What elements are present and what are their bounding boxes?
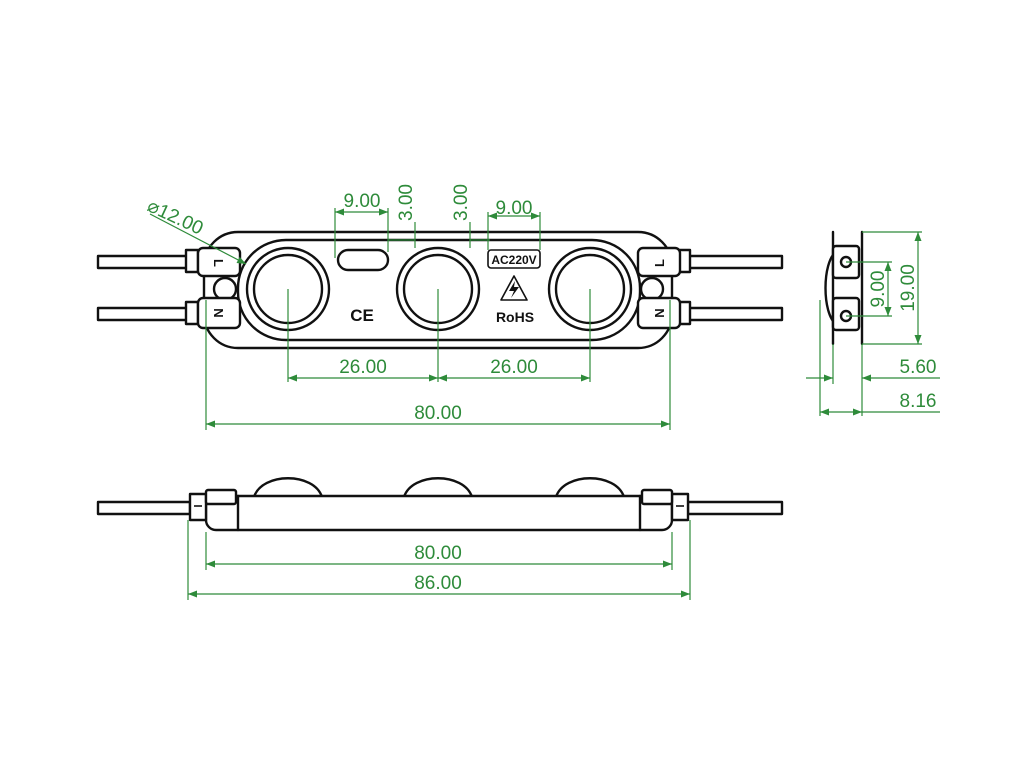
- dim-hole-spacing-label: 9.00: [868, 271, 889, 308]
- dim-pitch-right-label: 26.00: [490, 357, 538, 378]
- dim-bottom-body-length-label: 80.00: [414, 543, 462, 564]
- front-view: L N L N AC220V RoHS CE: [96, 184, 784, 430]
- wires-right: [686, 254, 784, 322]
- voltage-label-box: AC220V: [487, 249, 541, 269]
- ce-mark: CE: [350, 306, 374, 325]
- dim-height: 19.00: [862, 231, 922, 345]
- terminal-left-live: L: [184, 246, 242, 278]
- voltage-label: AC220V: [491, 253, 536, 267]
- terminal-left-neutral: N: [184, 296, 242, 330]
- dim-hole-spacing: 9.00: [846, 261, 892, 317]
- terminal-label: L: [652, 259, 667, 267]
- dim-depth-body: 5.60: [806, 344, 940, 384]
- dim-slot-offset: 3.00: [388, 184, 417, 248]
- dim-overall-length-label: 86.00: [414, 573, 462, 594]
- dim-depth-total-label: 8.16: [900, 391, 937, 412]
- mounting-slot: [336, 248, 390, 272]
- rohs-mark: RoHS: [496, 309, 534, 325]
- dim-height-label: 19.00: [898, 264, 919, 312]
- dim-pitch-left-label: 26.00: [339, 357, 387, 378]
- dim-slot-width: 9.00: [334, 191, 389, 258]
- bottom-body-outline: [204, 494, 674, 532]
- dim-label-width: 9.00: [487, 198, 541, 250]
- terminal-right-neutral: N: [636, 296, 692, 330]
- dim-pitch: 26.00 26.00: [287, 289, 591, 382]
- terminal-label: N: [211, 308, 226, 317]
- dim-body-length-label: 80.00: [414, 403, 462, 424]
- bottom-wire-right: [686, 500, 784, 516]
- hazard-warning-icon: [500, 275, 528, 301]
- terminal-label: L: [211, 259, 226, 267]
- dim-label-offset-label: 3.00: [451, 184, 472, 221]
- dim-depth-total: 8.16: [819, 300, 940, 416]
- bottom-lens-right: [554, 477, 626, 499]
- bottom-terminal-right: [640, 488, 690, 522]
- dim-depth-body-label: 5.60: [900, 357, 937, 378]
- wires-left: [96, 254, 192, 322]
- side-tab-lower: [831, 296, 861, 332]
- terminal-right-live: L: [636, 246, 692, 278]
- side-view: 9.00 19.00 5.60 8.16: [806, 230, 940, 416]
- bottom-view: 80.00 86.00: [96, 477, 784, 600]
- dim-label-width-label: 9.00: [496, 198, 533, 219]
- bottom-wire-left: [96, 500, 192, 516]
- dim-overall-length: 86.00: [187, 520, 691, 600]
- bottom-lens-left: [252, 477, 324, 499]
- bottom-terminal-left: [188, 488, 238, 522]
- dim-body-length: 80.00: [205, 300, 671, 430]
- bottom-lens-center: [402, 477, 474, 499]
- dim-bottom-body-length: 80.00: [205, 532, 673, 570]
- dim-slot-offset-label: 3.00: [396, 184, 417, 221]
- dim-diameter-label: ⌀12.00: [144, 195, 206, 239]
- dim-slot-width-label: 9.00: [344, 191, 381, 212]
- dim-label-offset: 3.00: [451, 184, 490, 248]
- terminal-label: N: [652, 308, 667, 317]
